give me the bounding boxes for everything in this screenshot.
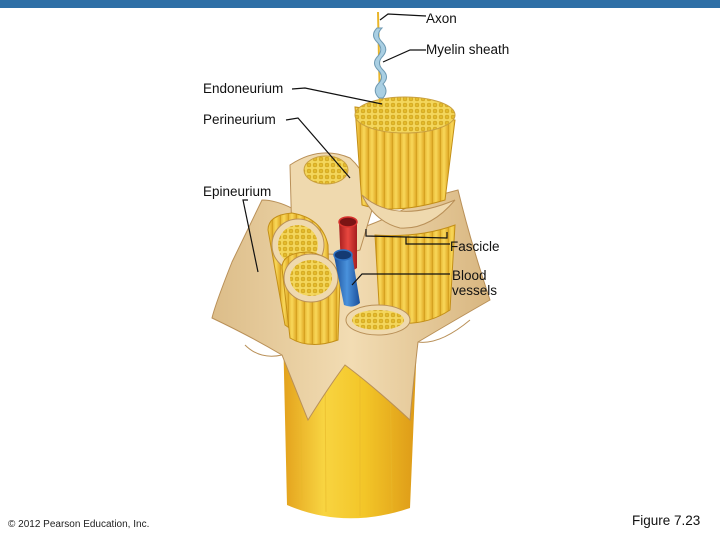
endoneurium-leader (291, 87, 383, 105)
axon-with-myelin (373, 11, 387, 106)
perineurium-label: Perineurium (203, 112, 276, 127)
axon-label: Axon (426, 11, 457, 26)
myelin-leader (382, 49, 426, 63)
leader-lines (242, 13, 450, 286)
epineurium-leader (242, 199, 259, 273)
axon-leader (379, 13, 427, 21)
blood-vessels-leader (351, 273, 450, 286)
myelin-sheath-label: Myelin sheath (426, 42, 510, 57)
left-fascicles (267, 212, 341, 345)
main-fascicle (354, 96, 456, 229)
fascicle-bracket (365, 229, 450, 245)
figure-number: Figure 7.23 (632, 513, 701, 528)
fascicle-label: Fascicle (450, 239, 500, 254)
blood-vessels-label-line1: Blood (452, 268, 487, 283)
blood-vessels (333, 216, 360, 307)
epineurium-label: Epineurium (203, 184, 272, 199)
perineurium-leader (285, 117, 351, 179)
copyright-notice: © 2012 Pearson Education, Inc. (8, 519, 150, 530)
header-bar (0, 0, 720, 8)
endoneurium-label: Endoneurium (203, 81, 284, 96)
blood-vessels-label-line2: vessels (452, 283, 498, 298)
small-fascicle (345, 304, 411, 336)
